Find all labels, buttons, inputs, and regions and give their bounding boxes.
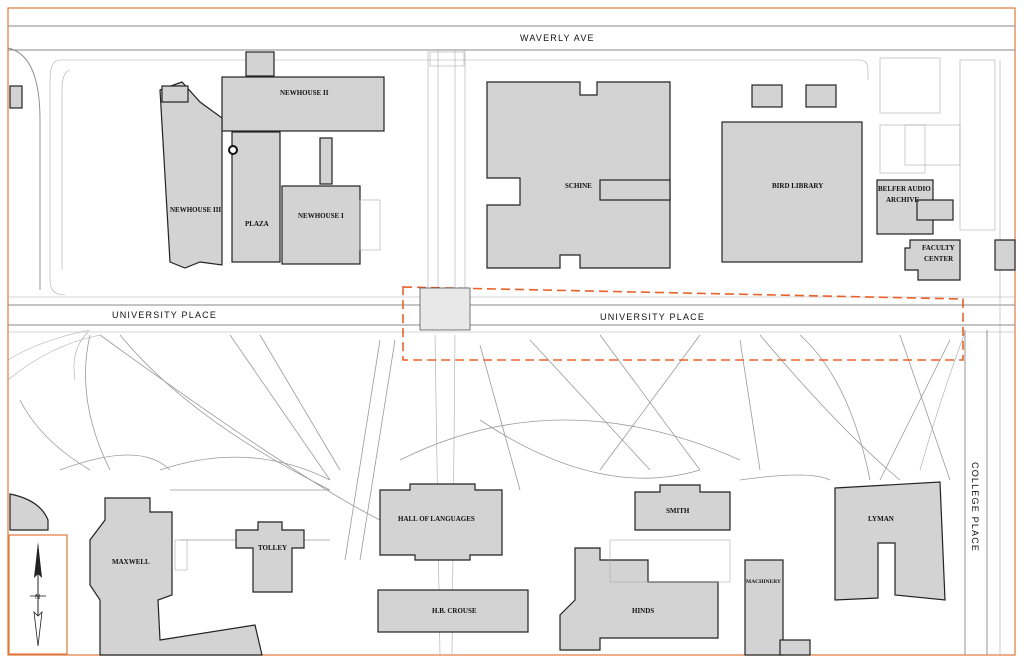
newhouse-ii-building[interactable] <box>221 76 385 132</box>
faculty-center-label-line2: CENTER <box>924 255 954 263</box>
hall-of-languages-label: HALL OF LANGUAGES <box>398 515 475 523</box>
schine-label: SCHINE <box>565 182 592 190</box>
map-border <box>7 7 1016 656</box>
maxwell-label: MAXWELL <box>112 558 150 566</box>
university-place-west-label: UNIVERSITY PLACE <box>112 310 217 320</box>
maxwell-building[interactable] <box>89 497 263 656</box>
university-place-east-label: UNIVERSITY PLACE <box>600 312 705 322</box>
quad-paths <box>19 331 966 561</box>
south-buildings <box>9 481 946 656</box>
college-place-label: COLLEGE PLACE <box>970 462 980 552</box>
newhouse-iii-building[interactable] <box>159 81 223 269</box>
faculty-center-label-line1: FACULTY <box>922 244 955 252</box>
hall-of-languages-building[interactable] <box>379 483 503 561</box>
bird-library-building[interactable] <box>721 121 863 263</box>
plaza-label: PLAZA <box>245 220 269 228</box>
machinery-label: MACHINERY <box>746 579 781 585</box>
smith-label: SMITH <box>666 507 690 515</box>
north-buildings <box>9 51 1016 281</box>
hinds-label: HINDS <box>632 607 654 615</box>
compass-north-letter: N <box>35 594 40 601</box>
bird-library-label: BIRD LIBRARY <box>772 182 823 190</box>
newhouse-iii-label: NEWHOUSE III <box>170 206 221 214</box>
plaza-building[interactable] <box>231 131 281 263</box>
compass-icon <box>30 542 46 647</box>
hb-crouse-label: H.B. CROUSE <box>432 607 477 615</box>
newhouse-i-building[interactable] <box>281 185 361 265</box>
schine-building[interactable] <box>486 81 671 269</box>
belfer-label-line1: BELFER AUDIO <box>878 185 931 193</box>
highlighted-corridor[interactable] <box>402 286 964 361</box>
hinds-building[interactable] <box>559 547 719 651</box>
machinery-building[interactable] <box>744 559 784 656</box>
tolley-label: TOLLEY <box>258 544 287 552</box>
lyman-building[interactable] <box>834 481 946 601</box>
faculty-center-building[interactable] <box>904 239 961 281</box>
newhouse-i-label: NEWHOUSE I <box>298 212 344 220</box>
tolley-building[interactable] <box>235 521 305 593</box>
waverly-ave-label: WAVERLY AVE <box>520 33 595 43</box>
belfer-label-line2: ARCHIVE <box>886 196 919 204</box>
newhouse-ii-label: NEWHOUSE II <box>280 89 329 97</box>
smith-building[interactable] <box>634 484 731 531</box>
hb-crouse-building[interactable] <box>377 589 529 633</box>
north-arrow-panel: N <box>8 534 68 655</box>
lyman-label: LYMAN <box>868 515 894 523</box>
